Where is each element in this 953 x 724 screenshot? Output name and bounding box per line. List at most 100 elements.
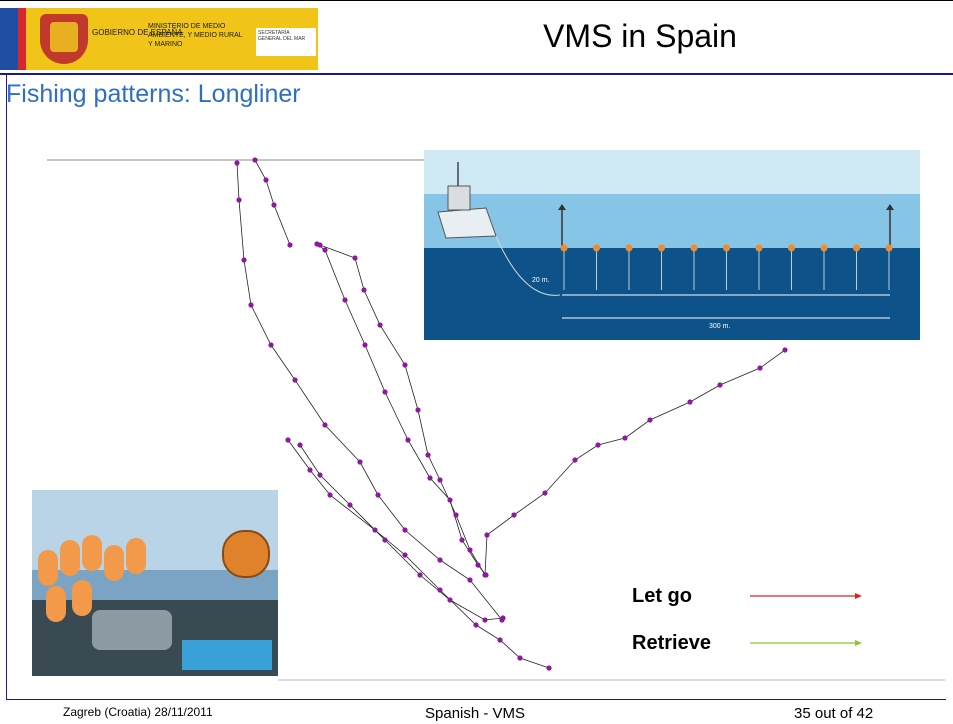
footer-location-date: Zagreb (Croatia) 28/11/2011 (63, 705, 213, 719)
gobierno-text: GOBIERNO DE ESPAÑA (92, 28, 183, 37)
longline-diagram: 20 m. 300 m. (437, 162, 894, 330)
track-points (234, 157, 788, 671)
vessel-icon (437, 207, 497, 239)
position-point (382, 389, 388, 395)
track-line (319, 244, 786, 577)
position-point (437, 477, 443, 483)
position-point (782, 347, 788, 353)
header-rule (0, 73, 953, 75)
float-icon (853, 244, 860, 252)
position-point (475, 562, 481, 568)
coat-of-arms-icon (40, 14, 88, 64)
let-go-arrowhead (855, 593, 862, 599)
float-icon (885, 244, 893, 252)
position-point (546, 665, 552, 671)
track-line (287, 439, 550, 669)
float-icon (820, 244, 828, 252)
left-rule (6, 75, 7, 699)
track-line (299, 444, 504, 621)
position-point (372, 527, 378, 533)
float-icon (658, 244, 665, 252)
position-point (497, 637, 503, 643)
position-point (362, 342, 368, 348)
position-point (285, 437, 291, 443)
eu-flag-icon (0, 8, 18, 70)
position-point (447, 597, 453, 603)
position-point (322, 422, 328, 428)
position-point (252, 157, 258, 163)
position-point (241, 257, 247, 263)
position-point (459, 537, 465, 543)
position-point (437, 557, 443, 563)
legend-let-go-label: Let go (632, 585, 692, 607)
position-point (500, 615, 506, 621)
position-point (622, 435, 628, 441)
position-point (511, 512, 517, 518)
float-icon (593, 244, 600, 252)
position-point (402, 527, 408, 533)
footer-presentation-title: Spanish - VMS (425, 705, 526, 722)
longline-diagram-image: 20 m. 300 m. (424, 150, 920, 340)
float-icon (723, 244, 730, 252)
position-point (427, 475, 433, 481)
position-point (268, 342, 274, 348)
position-point (402, 362, 408, 368)
slide-page-counter: 35 out of 42 (794, 705, 874, 722)
retrieve-arrowhead (855, 640, 862, 646)
position-point (236, 197, 242, 203)
position-point (417, 572, 423, 578)
position-point (248, 302, 254, 308)
position-point (361, 287, 367, 293)
position-point (292, 377, 298, 383)
position-point (437, 587, 443, 593)
position-point (542, 490, 548, 496)
float-markers (560, 244, 893, 290)
depth-label: 20 m. (532, 277, 550, 284)
position-point (473, 622, 479, 628)
position-point (234, 160, 240, 166)
position-point (297, 442, 303, 448)
position-point (482, 617, 488, 623)
crew-hauling-photo (32, 490, 278, 676)
position-point (347, 502, 353, 508)
slide-subtitle: Fishing patterns: Longliner (6, 80, 301, 108)
government-logo-banner: GOBIERNO DE ESPAÑA MINISTERIO DE MEDIO A… (0, 8, 318, 70)
position-point (382, 537, 388, 543)
position-point (572, 457, 578, 463)
top-border (0, 0, 953, 1)
position-point (717, 382, 723, 388)
position-point (467, 547, 473, 553)
float-icon (788, 244, 795, 252)
footer-rule (6, 699, 946, 700)
position-point (263, 177, 269, 183)
position-point (453, 512, 459, 518)
position-point (757, 365, 763, 371)
float-icon (560, 244, 568, 252)
secretaria-text: SECRETARÍA GENERAL DEL MAR (256, 28, 316, 56)
position-point (687, 399, 693, 405)
position-point (425, 452, 431, 458)
position-point (647, 417, 653, 423)
position-point (317, 472, 323, 478)
position-point (447, 497, 453, 503)
position-point (271, 202, 277, 208)
position-point (415, 407, 421, 413)
position-point (405, 437, 411, 443)
position-point (375, 492, 381, 498)
position-point (482, 572, 488, 578)
position-point (287, 242, 293, 248)
position-point (322, 247, 328, 253)
position-point (357, 459, 363, 465)
track-line (254, 159, 291, 246)
position-point (595, 442, 601, 448)
length-label: 300 m. (709, 323, 730, 330)
position-point (317, 242, 323, 248)
float-icon (690, 244, 698, 252)
position-point (342, 297, 348, 303)
position-point (377, 322, 383, 328)
position-point (467, 577, 473, 583)
position-point (484, 532, 490, 538)
position-point (517, 655, 523, 661)
float-icon (625, 244, 633, 252)
